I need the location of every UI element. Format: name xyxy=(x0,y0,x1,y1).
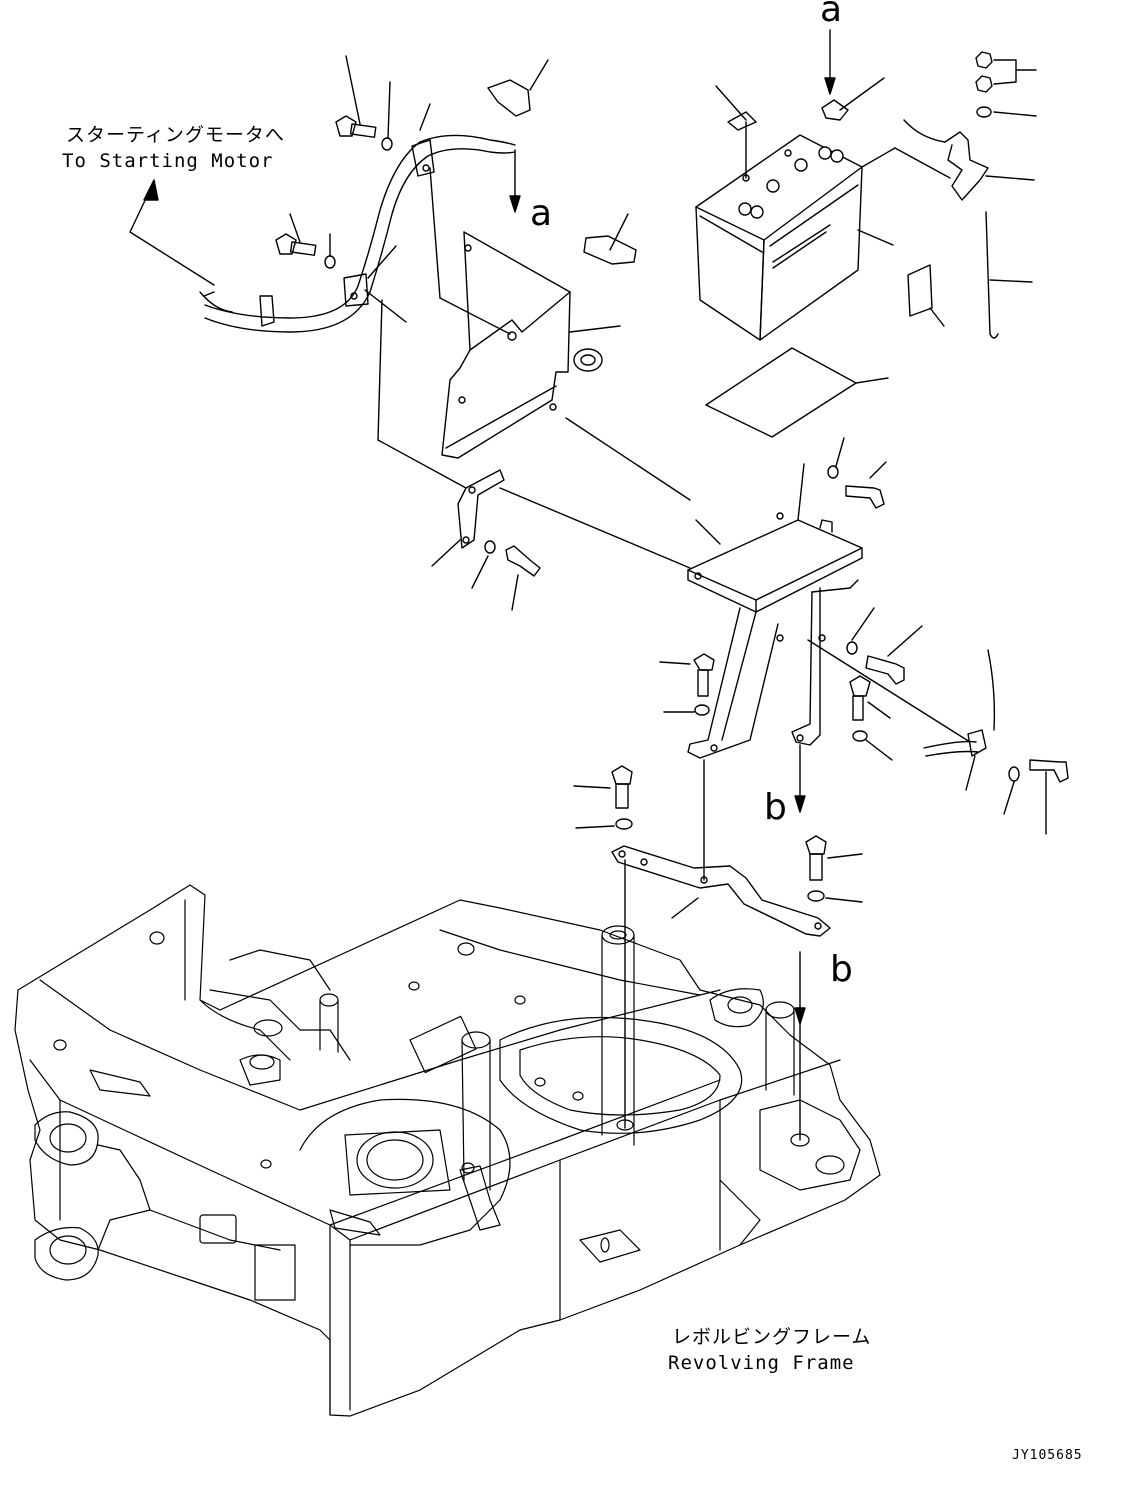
starting-motor-label-jp: スターティングモータへ xyxy=(66,124,285,146)
revolving-frame xyxy=(14,884,881,1417)
tray-bolts xyxy=(659,437,923,761)
bracket-sticker xyxy=(583,213,637,265)
battery-side-sticker xyxy=(907,264,945,327)
view-marker-b-low: b xyxy=(830,949,853,990)
starting-motor-leader xyxy=(129,179,215,286)
bolt-2 xyxy=(275,213,336,269)
bolt-1 xyxy=(335,55,393,151)
view-marker-a-top: a xyxy=(820,0,843,30)
battery-bracket xyxy=(377,167,621,489)
battery-mat xyxy=(705,347,889,438)
cable-clamp xyxy=(259,103,435,327)
battery xyxy=(695,134,863,341)
ground-wire xyxy=(807,639,1069,835)
view-arrowhead-a-mid xyxy=(509,195,521,213)
view-marker-b-mid: b xyxy=(764,787,787,828)
support-bracket xyxy=(573,759,863,937)
battery-tray xyxy=(565,417,863,759)
revolving-frame-label-jp: レボルビングフレーム xyxy=(672,1326,872,1348)
view-arrowhead-b-mid xyxy=(794,795,806,813)
revolving-frame-label-en: Revolving Frame xyxy=(668,1352,855,1374)
view-arrowhead-b-low xyxy=(794,1007,806,1025)
l-bracket xyxy=(431,469,691,611)
terminal-nuts xyxy=(975,51,1037,118)
starting-motor-label-en: To Starting Motor xyxy=(62,150,274,172)
view-marker-a-mid: a xyxy=(530,193,553,234)
drawing-code: JY105685 xyxy=(1012,1448,1083,1463)
battery-cable xyxy=(199,134,516,333)
terminal-cover xyxy=(487,59,549,117)
battery-hold-down-bracket xyxy=(857,119,1035,246)
battery-label-sticker xyxy=(715,85,757,179)
view-arrowhead-a-top xyxy=(824,77,836,95)
battery-terminal-clamp xyxy=(821,77,885,121)
hold-down-rod xyxy=(985,211,1033,339)
